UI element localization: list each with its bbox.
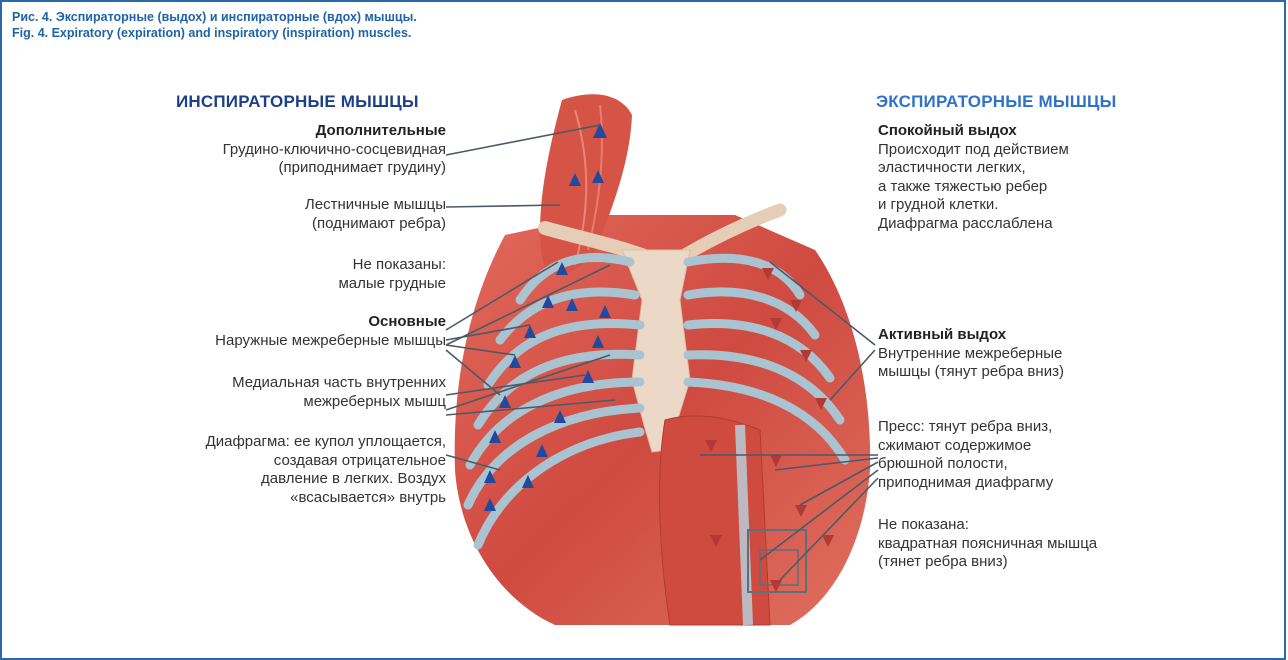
active-title: Активный выдох [878,326,1006,343]
abs-label: Пресс: тянут ребра вниз, сжимают содержи… [878,418,1053,492]
diaphragm-label: Диафрагма: ее купол уплощается, создавая… [206,433,446,507]
pectoral-label: Не показаны: малые грудные [338,256,446,293]
ql-line-3: (тянет ребра вниз) [878,553,1008,570]
ql-line-2: квадратная поясничная мышца [878,535,1097,552]
internal-line-1: Внутренние межреберные [878,345,1062,362]
ql-line-1: Не показана: [878,516,969,533]
quiet-expiration-label: Спокойный выдох Происходит под действием… [878,122,1069,233]
diaphragm-line-3: давление в легких. Воздух [261,470,446,487]
expiratory-heading: ЭКСПИРАТОРНЫЕ МЫШЦЫ [876,92,1117,112]
medial-line-2: межреберных мышц [303,393,446,410]
internal-line-2: мышцы (тянут ребра вниз) [878,363,1064,380]
quiet-line-5: Диафрагма расслаблена [878,215,1053,232]
diaphragm-line-4: «всасывается» внутрь [290,489,446,506]
scm-action: (приподнимает грудину) [279,159,446,176]
abs-line-3: брюшной полости, [878,455,1008,472]
quadratus-label: Не показана: квадратная поясничная мышца… [878,516,1097,572]
scalene-label: Лестничные мышцы (поднимают ребра) [305,196,446,233]
accessory-title: Дополнительные [316,122,446,139]
diaphragm-line-1: Диафрагма: ее купол уплощается, [206,433,446,450]
pectoral-name: малые грудные [338,275,446,292]
scalene-action: (поднимают ребра) [312,215,446,232]
quiet-line-1: Происходит под действием [878,141,1069,158]
quiet-line-3: а также тяжестью ребер [878,178,1047,195]
main-title: Основные [368,313,446,330]
medial-line-1: Медиальная часть внутренних [232,374,446,391]
quiet-line-4: и грудной клетки. [878,196,998,213]
rectus-abdominis [660,416,770,625]
active-expiration-label: Активный выдох Внутренние межреберные мы… [878,326,1064,382]
accessory-muscles-label: Дополнительные Грудино-ключично-сосцевид… [223,122,446,178]
main-muscles-label: Основные Наружные межреберные мышцы [215,313,446,350]
abs-line-4: приподнимая диафрагму [878,474,1053,491]
pectoral-note: Не показаны: [353,256,446,273]
quiet-title: Спокойный выдох [878,122,1017,139]
external-intercostals: Наружные межреберные мышцы [215,332,446,349]
quiet-line-2: эластичности легких, [878,159,1026,176]
scm-label: Грудино-ключично-сосцевидная [223,141,446,158]
diaphragm-line-2: создавая отрицательное [274,452,446,469]
abs-line-1: Пресс: тянут ребра вниз, [878,418,1052,435]
scalene-name: Лестничные мышцы [305,196,446,213]
inspiratory-heading: ИНСПИРАТОРНЫЕ МЫШЦЫ [176,92,419,112]
abs-line-2: сжимают содержимое [878,437,1031,454]
medial-internal-label: Медиальная часть внутренних межреберных … [232,374,446,411]
